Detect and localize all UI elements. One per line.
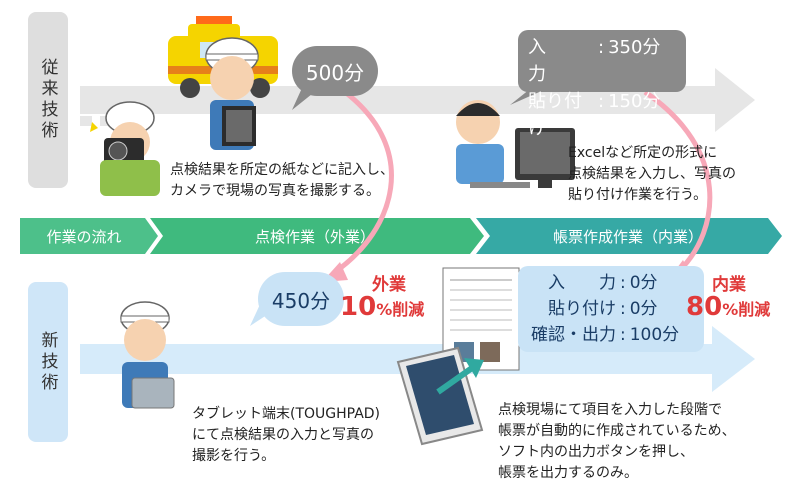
old-paste-value: 150分 bbox=[608, 91, 661, 112]
old-paste-row: 貼り付け : 150分 bbox=[528, 88, 676, 142]
field-reduction-label: 外業 bbox=[372, 275, 406, 295]
new-confirm-value: 100分 bbox=[629, 325, 680, 345]
new-time-bubble: 450分 bbox=[258, 272, 344, 326]
teal-arrow-icon bbox=[436, 358, 484, 395]
report-document-icon bbox=[442, 267, 520, 371]
office-reduction: 80 %削減 bbox=[686, 292, 770, 322]
flow-office-label: 帳票作成作業（内業） bbox=[552, 227, 703, 246]
office-worker-pc-icon bbox=[456, 100, 575, 188]
work-flow-band bbox=[20, 218, 782, 254]
field-reduction-unit: %削減 bbox=[376, 300, 425, 319]
new-field-description: タブレット端末(TOUGHPAD) にて点検結果の入力と写真の 撮影を行う。 bbox=[192, 406, 381, 464]
old-input-value: 350分 bbox=[608, 37, 661, 58]
new-tech-label: 新技術 bbox=[28, 282, 68, 442]
old-tech-label: 従来技術 bbox=[28, 12, 68, 188]
old-input-label: 入 力 bbox=[528, 37, 582, 85]
old-time-bubble: 500分 bbox=[292, 46, 378, 96]
old-office-description: Excelなど所定の形式に 点検結果を入力し、写真の 貼り付け作業を行う。 bbox=[568, 145, 736, 203]
old-input-row: 入 力 : 350分 bbox=[528, 34, 676, 88]
new-paste-label: 貼り付け bbox=[548, 299, 616, 319]
old-field-description: 点検結果を所定の紙などに記入し、 カメラで現場の写真を撮影する。 bbox=[170, 162, 394, 199]
new-paste-value: 0分 bbox=[629, 299, 658, 319]
new-confirm-label: 確認・出力 bbox=[531, 325, 616, 345]
office-reduction-value: 80 bbox=[686, 292, 723, 322]
new-confirm-row: 確認・出力 : 100分 bbox=[528, 322, 694, 348]
photographer-icon bbox=[90, 101, 160, 196]
new-input-label: 入 力 bbox=[548, 273, 616, 293]
flow-field-label: 点検作業（外業） bbox=[254, 227, 375, 246]
office-reduction-label: 内業 bbox=[712, 275, 746, 295]
field-reduction-value: 10 bbox=[340, 292, 377, 322]
office-reduction-unit: %削減 bbox=[722, 300, 771, 319]
flow-start-label: 作業の流れ bbox=[46, 227, 122, 246]
old-paste-label: 貼り付け bbox=[528, 91, 582, 139]
new-paste-row: 貼り付け : 0分 bbox=[528, 296, 694, 322]
worker-clipboard-icon bbox=[205, 37, 259, 150]
worker-tablet-icon bbox=[120, 301, 175, 409]
new-input-value: 0分 bbox=[629, 273, 658, 293]
new-office-description: 点検現場にて項目を入力した段階で 帳票が自動的に作成されているため、 ソフト内の… bbox=[498, 402, 736, 481]
new-input-row: 入 力 : 0分 bbox=[528, 270, 694, 296]
new-office-time-box: 入 力 : 0分 貼り付け : 0分 確認・出力 : 100分 bbox=[518, 266, 704, 352]
field-reduction: 10 %削減 bbox=[340, 292, 424, 322]
old-office-time-box: 入 力 : 350分 貼り付け : 150分 bbox=[518, 30, 686, 139]
